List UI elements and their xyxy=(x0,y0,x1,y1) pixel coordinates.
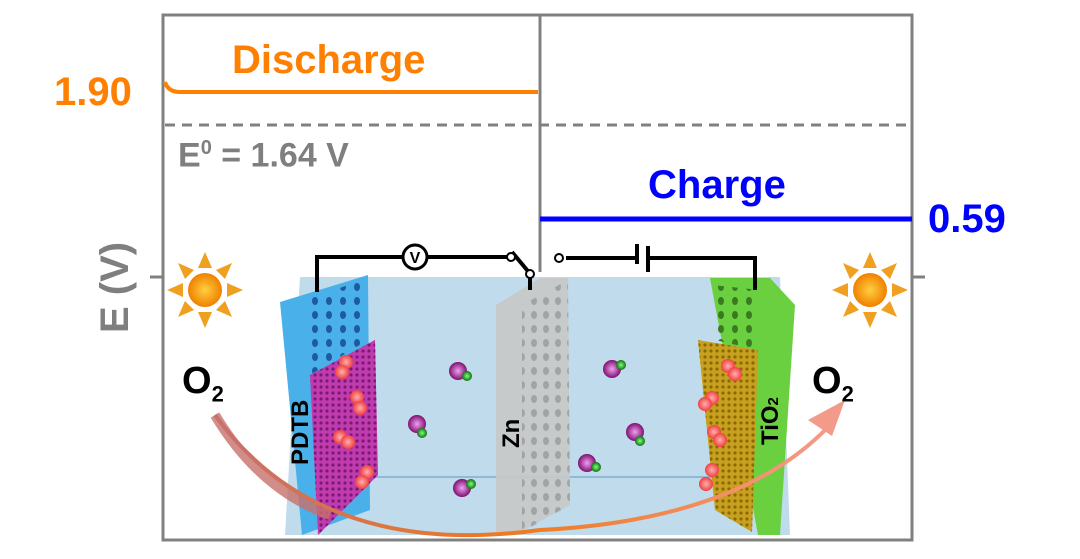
tio2-label: TiO2 xyxy=(757,397,784,445)
charge-value: 0.59 xyxy=(928,197,1006,241)
switch-icon xyxy=(554,253,564,263)
arrow-head xyxy=(808,400,845,436)
o2-label-right: O2 xyxy=(812,360,854,407)
sun-icon-right xyxy=(832,252,908,328)
zincate-ions xyxy=(408,360,645,497)
oxygen-cycle-arrow xyxy=(213,413,832,538)
charge-label: Charge xyxy=(648,163,786,207)
discharge-line xyxy=(163,81,538,94)
zn-electrode xyxy=(496,278,570,535)
voltmeter-label: V xyxy=(410,250,421,267)
discharge-label: Discharge xyxy=(232,38,426,82)
y-axis-label: E (V) xyxy=(93,241,137,333)
sun-icon-left xyxy=(167,252,243,328)
zn-label: Zn xyxy=(498,419,525,448)
o2-label-left: O2 xyxy=(182,360,224,407)
discharge-value: 1.90 xyxy=(54,70,132,114)
reference-potential-label: E0 = 1.64 V xyxy=(178,136,349,175)
pdtb-label: PDTB xyxy=(287,400,314,465)
oxygen-molecules xyxy=(333,355,742,491)
voltmeter-icon xyxy=(401,243,429,271)
